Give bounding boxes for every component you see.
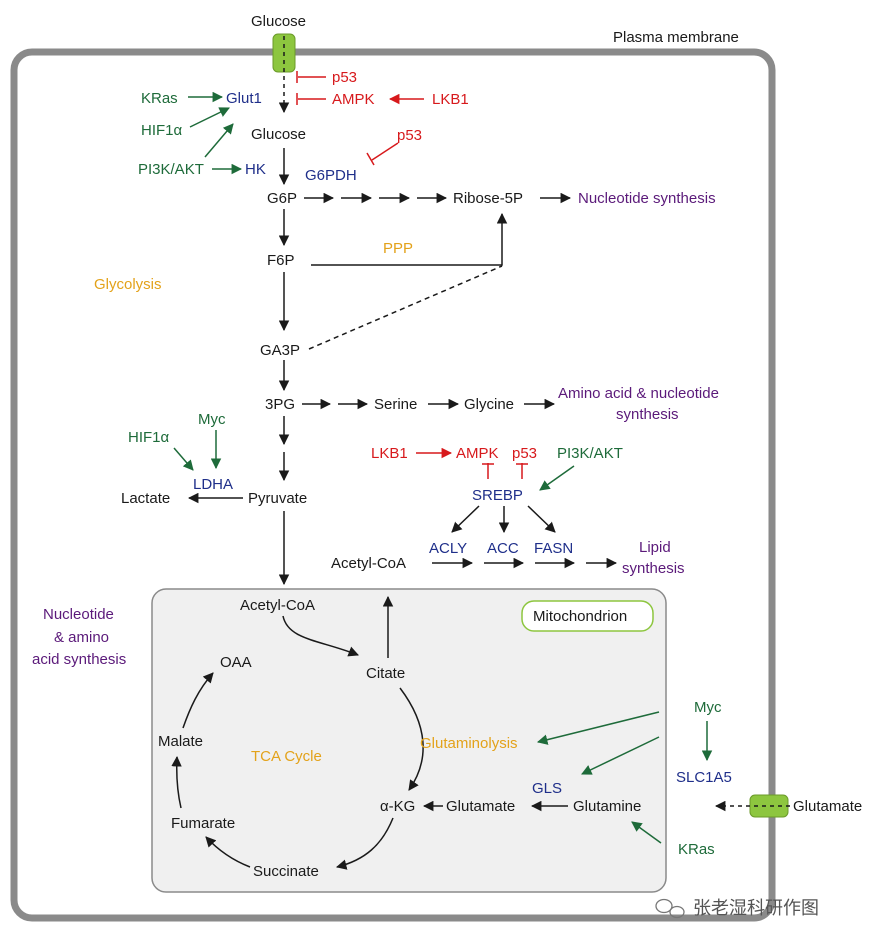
myc-ldha: Myc <box>198 411 226 428</box>
aa-nucleotide-line1: Amino acid & nucleotide <box>558 385 719 402</box>
glut1: Glut1 <box>226 90 262 107</box>
succinate-to-fumarate <box>205 836 251 868</box>
plasma-membrane <box>10 48 776 922</box>
nas-line1: Nucleotide <box>43 606 114 623</box>
hk: HK <box>245 161 266 178</box>
kras-to-glutamine <box>631 821 662 844</box>
ppp-label: PPP <box>383 240 413 257</box>
pi3k-top: PI3K/AKT <box>138 161 204 178</box>
p53-srebp: p53 <box>512 445 537 462</box>
oaa: OAA <box>220 654 252 671</box>
ribose-5p: Ribose-5P <box>453 190 523 207</box>
nucleotide-synthesis: Nucleotide synthesis <box>578 190 716 207</box>
srebp: SREBP <box>472 487 523 504</box>
fumarate: Fumarate <box>171 815 235 832</box>
g6p: G6P <box>267 190 297 207</box>
g6pdh: G6PDH <box>305 167 357 184</box>
citate-to-akg <box>399 687 424 791</box>
malate-to-oaa <box>182 672 214 729</box>
lipid-line2: synthesis <box>622 560 685 577</box>
fumarate-to-malate <box>171 755 182 809</box>
ampk-srebp: AMPK <box>456 445 499 462</box>
mitochondrion-compartment <box>151 588 667 893</box>
p53-g6pdh: p53 <box>397 127 422 144</box>
srebp-to-fasn <box>527 505 556 533</box>
myc-to-glutaminolysis <box>536 711 660 745</box>
fasn: FASN <box>534 540 573 557</box>
kras-top: KRas <box>141 90 178 107</box>
glutaminolysis: Glutaminolysis <box>420 735 518 752</box>
mitochondrion-badge <box>521 600 654 632</box>
akg-to-succinate <box>335 817 394 870</box>
hif1a-to-glut1 <box>189 107 230 128</box>
nas-line3: acid synthesis <box>32 651 126 668</box>
kras-bottom: KRas <box>678 841 715 858</box>
acetylcoa-cytosol: Acetyl-CoA <box>331 555 406 572</box>
aa-nucleotide-line2: synthesis <box>616 406 679 423</box>
nas-line2: & amino <box>54 629 109 646</box>
succinate: Succinate <box>253 863 319 880</box>
glucose-inside: Glucose <box>251 126 306 143</box>
p53-top: p53 <box>332 69 357 86</box>
hif1a-top: HIF1α <box>141 122 183 139</box>
hif1a-ldha: HIF1α <box>128 429 170 446</box>
pi3k-to-glut1 <box>204 123 234 158</box>
glucose-outside: Glucose <box>251 13 306 30</box>
glutamate-inside: Glutamate <box>446 798 515 815</box>
lkb1-srebp: LKB1 <box>371 445 408 462</box>
akg: α-KG <box>380 798 415 815</box>
myc-to-gls <box>581 736 660 775</box>
lactate: Lactate <box>121 490 170 507</box>
acc: ACC <box>487 540 519 557</box>
p53-inhibit-g6pdh-bar <box>366 152 375 166</box>
plasma-membrane-label: Plasma membrane <box>613 29 739 46</box>
malate: Malate <box>158 733 203 750</box>
pyruvate: Pyruvate <box>248 490 307 507</box>
glutamine: Glutamine <box>573 798 641 815</box>
glycine: Glycine <box>464 396 514 413</box>
hif1a-to-ldha <box>173 447 194 471</box>
acetylcoa-mito: Acetyl-CoA <box>240 597 315 614</box>
lkb1-top: LKB1 <box>432 91 469 108</box>
p53-inhibit-g6pdh <box>371 142 399 161</box>
glycolysis-label: Glycolysis <box>94 276 162 293</box>
pg3: 3PG <box>265 396 295 413</box>
myc-glutamine: Myc <box>694 699 722 716</box>
tca-label: TCA Cycle <box>251 748 322 765</box>
acly: ACLY <box>429 540 467 557</box>
pi3k-to-srebp <box>539 465 575 491</box>
ga3p: GA3P <box>260 342 300 359</box>
f6p-to-ribose <box>311 212 508 266</box>
wechat-icon <box>655 898 685 919</box>
ga3p-to-ribose-dash <box>308 265 503 350</box>
pi3k-srebp: PI3K/AKT <box>557 445 623 462</box>
serine: Serine <box>374 396 417 413</box>
ampk-top: AMPK <box>332 91 375 108</box>
glutamate-outside: Glutamate <box>793 798 862 815</box>
mitochondrion-label: Mitochondrion <box>533 608 627 625</box>
srebp-to-acly <box>451 505 480 533</box>
gls: GLS <box>532 780 562 797</box>
citate: Citate <box>366 665 405 682</box>
lipid-line1: Lipid <box>639 539 671 556</box>
f6p: F6P <box>267 252 295 269</box>
watermark: 张老湿科研作图 <box>693 898 819 918</box>
ldha: LDHA <box>193 476 233 493</box>
acetylcoa-join <box>282 615 359 657</box>
slc1a5: SLC1A5 <box>676 769 732 786</box>
